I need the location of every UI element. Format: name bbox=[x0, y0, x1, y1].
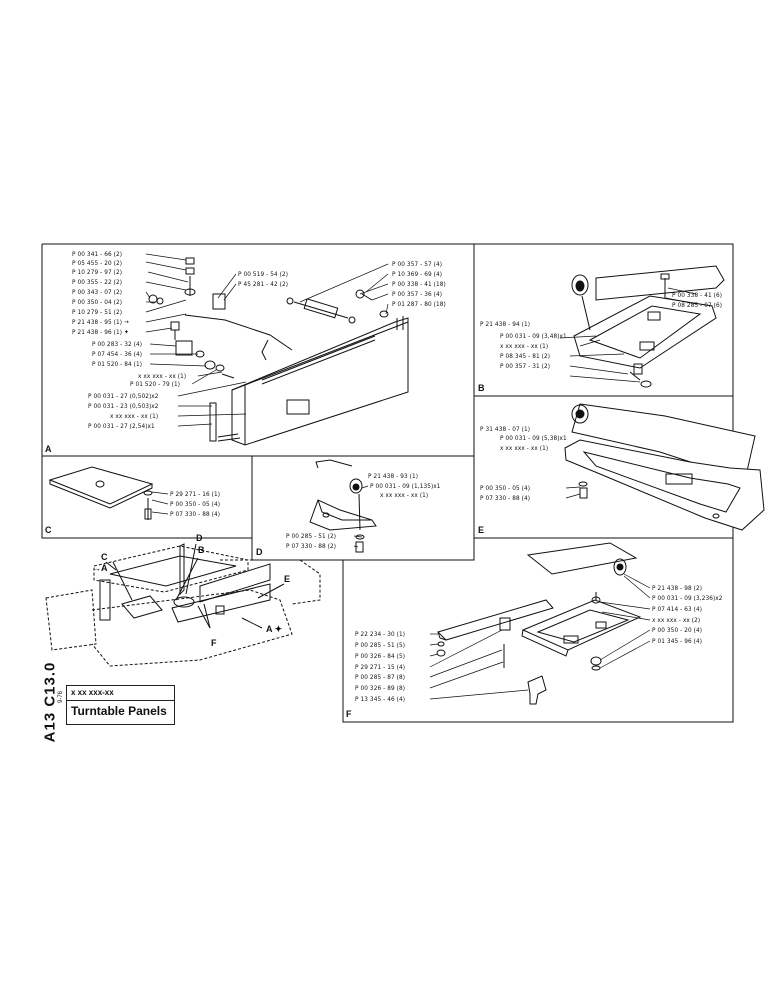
overview-label-a2-text: A bbox=[266, 624, 273, 634]
overview-label-a: A bbox=[101, 563, 108, 573]
callout-d: P 00 285 - 51 (2) bbox=[286, 532, 337, 540]
callout-e: P 07 330 - 88 (4) bbox=[480, 494, 531, 502]
callout-f-right: x xx xxx - xx (2) bbox=[652, 616, 701, 624]
section-label-f: F bbox=[346, 709, 352, 719]
callout-b-right: P 00 338 - 41 (6) bbox=[672, 291, 723, 299]
callout-a-left: P 10 279 - 51 (2) bbox=[72, 308, 123, 316]
callout-a-left: x xx xxx - xx (1) bbox=[138, 372, 187, 380]
callout-b-right: P 08 285 - 07 (6) bbox=[672, 301, 723, 309]
title-block: x xx xxx-xx Turntable Panels bbox=[66, 685, 175, 725]
callout-e: P 31 438 - 07 (1) bbox=[480, 425, 531, 433]
section-label-e: E bbox=[478, 525, 485, 535]
section-f-panel bbox=[436, 542, 642, 705]
callout-a-left: P 01 520 - 79 (1) bbox=[130, 380, 181, 388]
section-d-panel bbox=[309, 459, 377, 553]
callout-d: P 00 031 - 09 (1,135)x1 bbox=[370, 482, 441, 490]
section-c-panel bbox=[48, 466, 154, 520]
callout-f-left: P 00 326 - 89 (8) bbox=[355, 684, 406, 692]
callout-a-left: P 10 279 - 97 (2) bbox=[72, 268, 123, 276]
callout-a-left: P 00 341 - 66 (2) bbox=[72, 250, 123, 258]
doc-code-text: A13 C13.0 bbox=[41, 661, 59, 743]
callout-b-left: x xx xxx - xx (1) bbox=[500, 342, 549, 350]
section-b-panel bbox=[571, 265, 725, 388]
callout-a-left: P 00 031 - 27 (2,54)x1 bbox=[88, 422, 155, 430]
callout-f-left: P 00 285 - 51 (5) bbox=[355, 641, 406, 649]
callout-c: P 00 350 - 05 (4) bbox=[170, 500, 221, 508]
section-label-d: D bbox=[256, 547, 263, 557]
callout-a-left: P 05 455 - 20 (2) bbox=[72, 259, 123, 267]
callout-a-left: P 07 454 - 36 (4) bbox=[92, 350, 143, 358]
callout-a-left: P 00 031 - 23 (0,503)x2 bbox=[88, 402, 159, 410]
overview-label-a-arrow: →A bbox=[92, 563, 108, 573]
callout-a-left: P 00 350 - 04 (2) bbox=[72, 298, 123, 306]
callout-f-right: P 00 031 - 09 (3,236)x2 bbox=[652, 594, 723, 602]
callout-a-left: P 00 343 - 07 (2) bbox=[72, 288, 123, 296]
callout-b-left: P 08 345 - 81 (2) bbox=[500, 352, 551, 360]
section-label-a: A bbox=[45, 444, 52, 454]
callout-a-top: P 00 519 - 54 (2) bbox=[238, 270, 289, 278]
section-label-c: C bbox=[45, 525, 52, 535]
callout-d: x xx xxx - xx (1) bbox=[380, 491, 429, 499]
overview-label-a2: A ✦ bbox=[266, 624, 283, 634]
part-number: x xx xxx-xx bbox=[67, 686, 174, 701]
callout-a-left: P 01 520 - 84 (1) bbox=[92, 360, 143, 368]
overview-label-b: B bbox=[198, 545, 205, 555]
overview-label-c: C bbox=[101, 552, 108, 562]
sheet-date: 9-76 bbox=[58, 690, 64, 703]
callout-a-right: P 00 357 - 36 (4) bbox=[392, 290, 443, 298]
callout-f-left: P 22 234 - 30 (1) bbox=[355, 630, 406, 638]
callout-d: P 07 330 - 88 (2) bbox=[286, 542, 337, 550]
callout-b-left: P 21 438 - 94 (1) bbox=[480, 320, 531, 328]
callout-e: P 00 031 - 09 (5,38)x1 bbox=[500, 434, 567, 442]
callout-a-top: P 45 281 - 42 (2) bbox=[238, 280, 289, 288]
callout-f-right: P 21 438 - 98 (2) bbox=[652, 584, 703, 592]
callout-a-right: P 10 369 - 69 (4) bbox=[392, 270, 443, 278]
section-label-b: B bbox=[478, 383, 485, 393]
overview-label-f: F bbox=[211, 638, 217, 648]
callout-f-right: P 01 345 - 96 (4) bbox=[652, 637, 703, 645]
callout-e: P 00 350 - 05 (4) bbox=[480, 484, 531, 492]
callout-a-left: x xx xxx - xx (1) bbox=[110, 412, 159, 420]
callout-a-left-text: P 21 438 - 95 (1) bbox=[72, 318, 123, 326]
callout-a-left: P 00 355 - 22 (2) bbox=[72, 278, 123, 286]
callout-a-right: P 00 357 - 57 (4) bbox=[392, 260, 443, 268]
callout-e: x xx xxx - xx (1) bbox=[500, 444, 549, 452]
callout-c: P 07 330 - 88 (4) bbox=[170, 510, 221, 518]
callout-f-right: P 00 350 - 20 (4) bbox=[652, 626, 703, 634]
section-e-panel bbox=[564, 403, 765, 531]
callout-a-left: P 21 438 - 95 (1) → bbox=[72, 318, 129, 326]
callout-a-left: P 00 031 - 27 (0,502)x2 bbox=[88, 392, 159, 400]
callout-b-left: P 00 031 - 09 (3,48)x1 bbox=[500, 332, 567, 340]
callout-f-left: P 29 271 - 15 (4) bbox=[355, 663, 406, 671]
callout-a-left: P 00 283 - 32 (4) bbox=[92, 340, 143, 348]
callout-a-left: P 21 438 - 96 (1) ✦ bbox=[72, 328, 129, 336]
callout-a-right: P 01 287 - 80 (18) bbox=[392, 300, 446, 308]
callout-f-left: P 00 326 - 84 (5) bbox=[355, 652, 406, 660]
section-a-panel bbox=[148, 257, 409, 446]
callout-d: P 21 438 - 93 (1) bbox=[368, 472, 419, 480]
overview-label-d: D bbox=[196, 533, 203, 543]
callout-f-right: P 07 414 - 63 (4) bbox=[652, 605, 703, 613]
leader-lines bbox=[145, 253, 697, 700]
overview-machine bbox=[45, 543, 321, 667]
sheet-title: Turntable Panels bbox=[71, 704, 167, 718]
callout-f-left: P 13 345 - 46 (4) bbox=[355, 695, 406, 703]
overview-label-e: E bbox=[284, 574, 291, 584]
callout-a-right: P 00 338 - 41 (18) bbox=[392, 280, 446, 288]
callout-c: P 29 271 - 16 (1) bbox=[170, 490, 221, 498]
callout-f-left: P 00 285 - 87 (8) bbox=[355, 673, 406, 681]
section-frames bbox=[41, 243, 734, 723]
callout-b-left: P 00 357 - 31 (2) bbox=[500, 362, 551, 370]
callout-a-left-text: P 21 438 - 96 (1) bbox=[72, 328, 123, 336]
